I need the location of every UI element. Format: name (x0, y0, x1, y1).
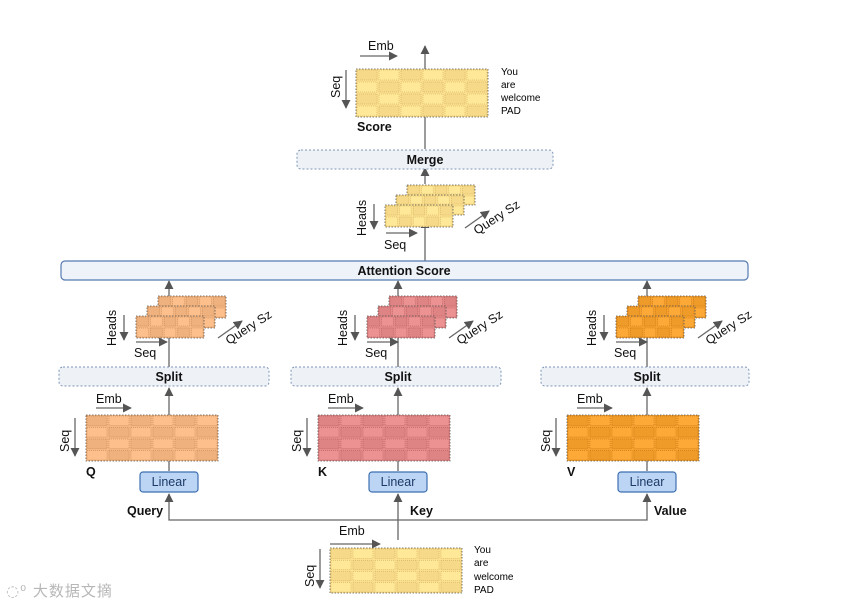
value-input-label: Value (654, 504, 687, 518)
query-emb-label: Emb (96, 392, 122, 406)
query-split-box: Split (58, 366, 270, 387)
value-heads-label: Heads (585, 310, 599, 346)
merged-query-label: Query Sz (471, 197, 522, 237)
merged-heads-group: Heads Seq Query Sz (355, 184, 522, 252)
key-query-arrow (448, 320, 474, 339)
merge-box: Merge (296, 149, 554, 170)
input-word: PAD (474, 585, 494, 596)
output-word: PAD (501, 106, 521, 117)
output-seq-arrow: Seq (329, 70, 351, 109)
key-tensor (317, 414, 451, 462)
watermark-text: 大数据文摘 (32, 582, 113, 600)
value-query-arrow (697, 320, 723, 339)
value-heads-seq-label: Seq (614, 346, 636, 360)
key-query-label: Query Sz (454, 307, 505, 347)
input-word: are (474, 558, 489, 569)
key-tensor-label: K (318, 465, 327, 479)
merged-heads-label: Heads (355, 200, 369, 236)
value-split-label: Split (633, 370, 661, 384)
output-words: You are welcome PAD (500, 67, 541, 117)
input-tensor (329, 547, 463, 594)
query-linear-label: Linear (152, 475, 187, 489)
output-tensor (355, 68, 489, 118)
query-query-arrow (217, 320, 243, 339)
output-emb-label: Emb (368, 39, 394, 53)
key-heads-label: Heads (336, 310, 350, 346)
query-heads-seq-label: Seq (134, 346, 156, 360)
input-word: welcome (473, 572, 514, 583)
key-heads-layer (366, 315, 436, 339)
key-split-label: Split (384, 370, 412, 384)
value-linear-label: Linear (630, 475, 665, 489)
key-heads-seq-label: Seq (365, 346, 387, 360)
output-word: welcome (500, 93, 541, 104)
watermark-icon: ◌⁰ (6, 582, 28, 600)
output-score-label: Score (357, 120, 392, 134)
key-input-label: Key (410, 504, 433, 518)
value-emb-label: Emb (577, 392, 603, 406)
watermark-logo: ◌⁰ 大数据文摘 (6, 580, 113, 601)
value-seq-label: Seq (539, 430, 553, 452)
attention-score-box: Attention Score (60, 260, 749, 281)
value-heads-layer (615, 315, 685, 339)
input-emb-label: Emb (339, 524, 365, 538)
value-linear-box: Linear (617, 471, 677, 493)
query-heads-label: Heads (105, 310, 119, 346)
output-word: You (501, 67, 518, 78)
query-split-label: Split (155, 370, 183, 384)
key-seq-label: Seq (290, 430, 304, 452)
output-emb-arrow: Emb (360, 39, 398, 61)
query-linear-box: Linear (139, 471, 199, 493)
query-seq-label: Seq (58, 430, 72, 452)
merged-heads-layer (384, 204, 454, 228)
merge-label: Merge (407, 153, 444, 167)
input-seq-label: Seq (303, 565, 317, 587)
arrow-input-to-value (398, 493, 652, 521)
input-tensor-group: Emb Seq You are welcome PAD (303, 524, 514, 596)
value-tensor-label: V (567, 465, 576, 479)
value-query-label: Query Sz (703, 307, 754, 347)
query-tensor-label: Q (86, 465, 96, 479)
attention-score-label: Attention Score (357, 264, 450, 278)
value-tensor (566, 414, 700, 462)
key-emb-label: Emb (328, 392, 354, 406)
query-tensor (85, 414, 219, 462)
key-linear-label: Linear (381, 475, 416, 489)
merged-query-arrow (464, 210, 490, 229)
input-word: You (474, 545, 491, 556)
output-word: are (501, 80, 516, 91)
output-tensor-group: Emb Seq Score You are welcome PAD (329, 39, 541, 134)
merged-seq-label: Seq (384, 238, 406, 252)
key-split-box: Split (290, 366, 502, 387)
output-seq-label: Seq (329, 76, 343, 98)
query-query-label: Query Sz (223, 307, 274, 347)
key-linear-box: Linear (368, 471, 428, 493)
arrow-input-to-query (164, 493, 398, 521)
query-input-label: Query (127, 504, 163, 518)
value-split-box: Split (540, 366, 750, 387)
query-heads-layer (135, 315, 205, 339)
